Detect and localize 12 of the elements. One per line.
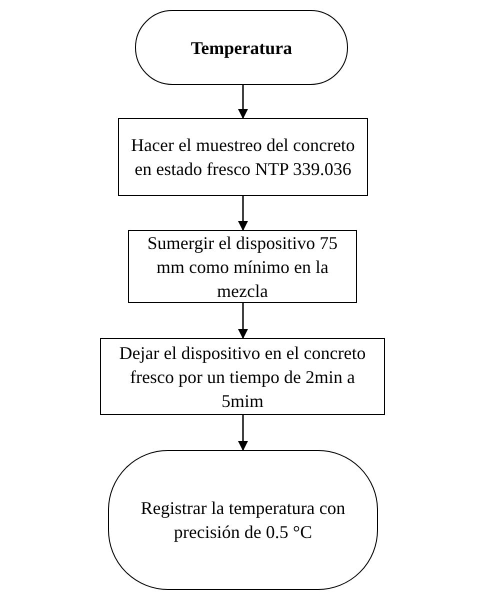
- node-label: Sumergir el dispositivo 75 mm como mínimo en la mezcla: [146, 232, 339, 302]
- node-label: Hacer el muestreo del concreto en estado fresco NTP 339.036: [130, 134, 356, 181]
- arrow: [238, 196, 248, 231]
- process-box: [118, 118, 368, 196]
- process-box: [100, 338, 385, 415]
- process-box: [128, 230, 357, 303]
- node-label: Registrar la temperatura con precisión de 0.5 °C: [140, 497, 346, 544]
- node-label: Temperatura: [190, 36, 292, 60]
- arrow: [238, 415, 248, 451]
- arrow: [238, 85, 248, 119]
- arrow: [238, 303, 248, 339]
- node-label: Dejar el dispositivo en el concreto fresco por un tiempo de 2min a 5mim: [118, 342, 367, 412]
